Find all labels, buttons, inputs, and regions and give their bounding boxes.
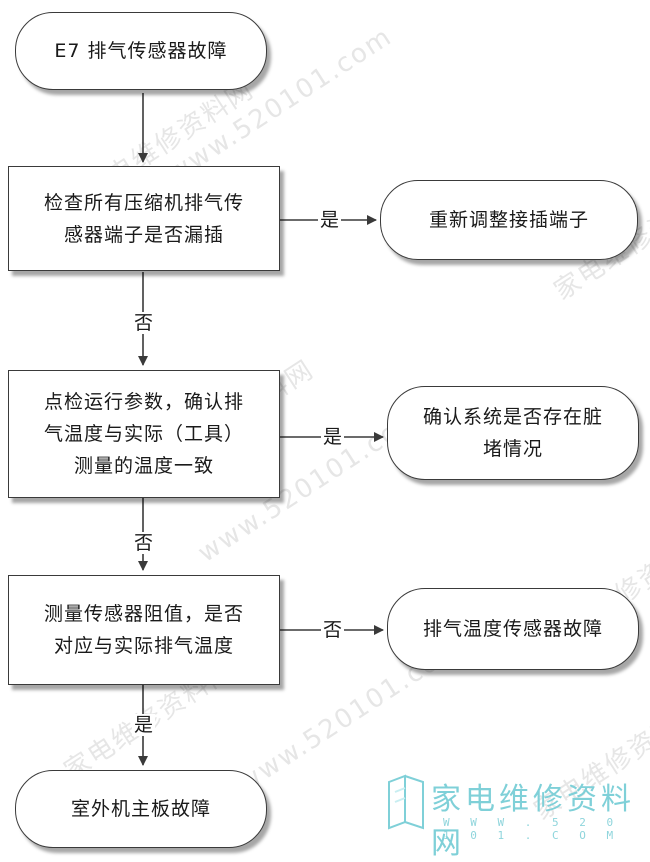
sensor-fault-label: 排气温度传感器故障 [422, 618, 603, 640]
confirm-system-line-2: 堵情况 [482, 438, 543, 460]
start-node-label: E7 排气传感器故障 [54, 40, 228, 62]
confirm-system-node: 确认系统是否存在脏 堵情况 [387, 386, 639, 480]
check-params-node: 点检运行参数，确认排 气温度与实际（工具） 测量的温度一致 [8, 370, 280, 498]
check-terminal-line-1: 检查所有压缩机排气传 [43, 191, 244, 214]
check-terminal-line-2: 感器端子是否漏插 [63, 223, 224, 246]
measure-resistance-line-2: 对应与实际排气温度 [53, 635, 234, 657]
edge-label-resistance-yes: 是 [132, 714, 156, 736]
edge-label-terminal-yes: 是 [318, 209, 342, 231]
edge-label-params-no: 否 [132, 532, 156, 554]
readjust-node-label: 重新调整接插端子 [428, 209, 589, 231]
sensor-fault-node: 排气温度传感器故障 [387, 588, 639, 670]
mainboard-fault-node: 室外机主板故障 [15, 770, 267, 848]
edge-label-terminal-no: 否 [132, 312, 156, 334]
brand-url: W W W . 5 2 0 1 0 1 . C O M [443, 816, 621, 842]
edge-label-resistance-no: 否 [321, 619, 345, 641]
measure-resistance-line-1: 测量传感器阻值，是否 [43, 603, 244, 625]
start-node: E7 排气传感器故障 [15, 12, 267, 90]
mainboard-fault-label: 室外机主板故障 [70, 798, 211, 820]
check-params-line-1: 点检运行参数，确认排 [43, 391, 244, 413]
check-params-line-3: 测量的温度一致 [73, 455, 214, 477]
book-icon [388, 774, 424, 830]
check-terminal-node: 检查所有压缩机排气传 感器端子是否漏插 [8, 166, 280, 271]
check-params-line-2: 气温度与实际（工具） [43, 423, 244, 445]
confirm-system-line-1: 确认系统是否存在脏 [422, 406, 603, 428]
readjust-node: 重新调整接插端子 [380, 180, 638, 260]
brand-logo: 家电维修资料网 W W W . 5 2 0 1 0 1 . C O M [385, 768, 645, 861]
measure-resistance-node: 测量传感器阻值，是否 对应与实际排气温度 [8, 575, 280, 685]
edge-label-params-yes: 是 [321, 426, 345, 448]
